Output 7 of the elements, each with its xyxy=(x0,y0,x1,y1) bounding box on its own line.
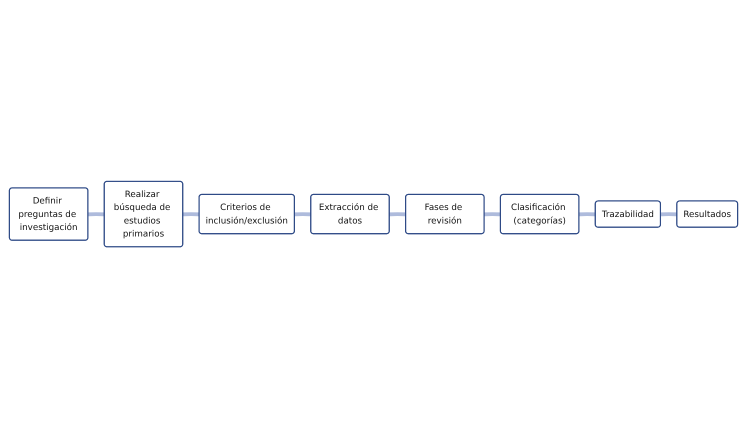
connector xyxy=(388,212,406,216)
connector xyxy=(182,212,200,216)
connector xyxy=(578,212,596,216)
connector xyxy=(484,212,502,216)
connector xyxy=(294,212,312,216)
connector xyxy=(88,212,105,216)
connector xyxy=(660,212,678,216)
